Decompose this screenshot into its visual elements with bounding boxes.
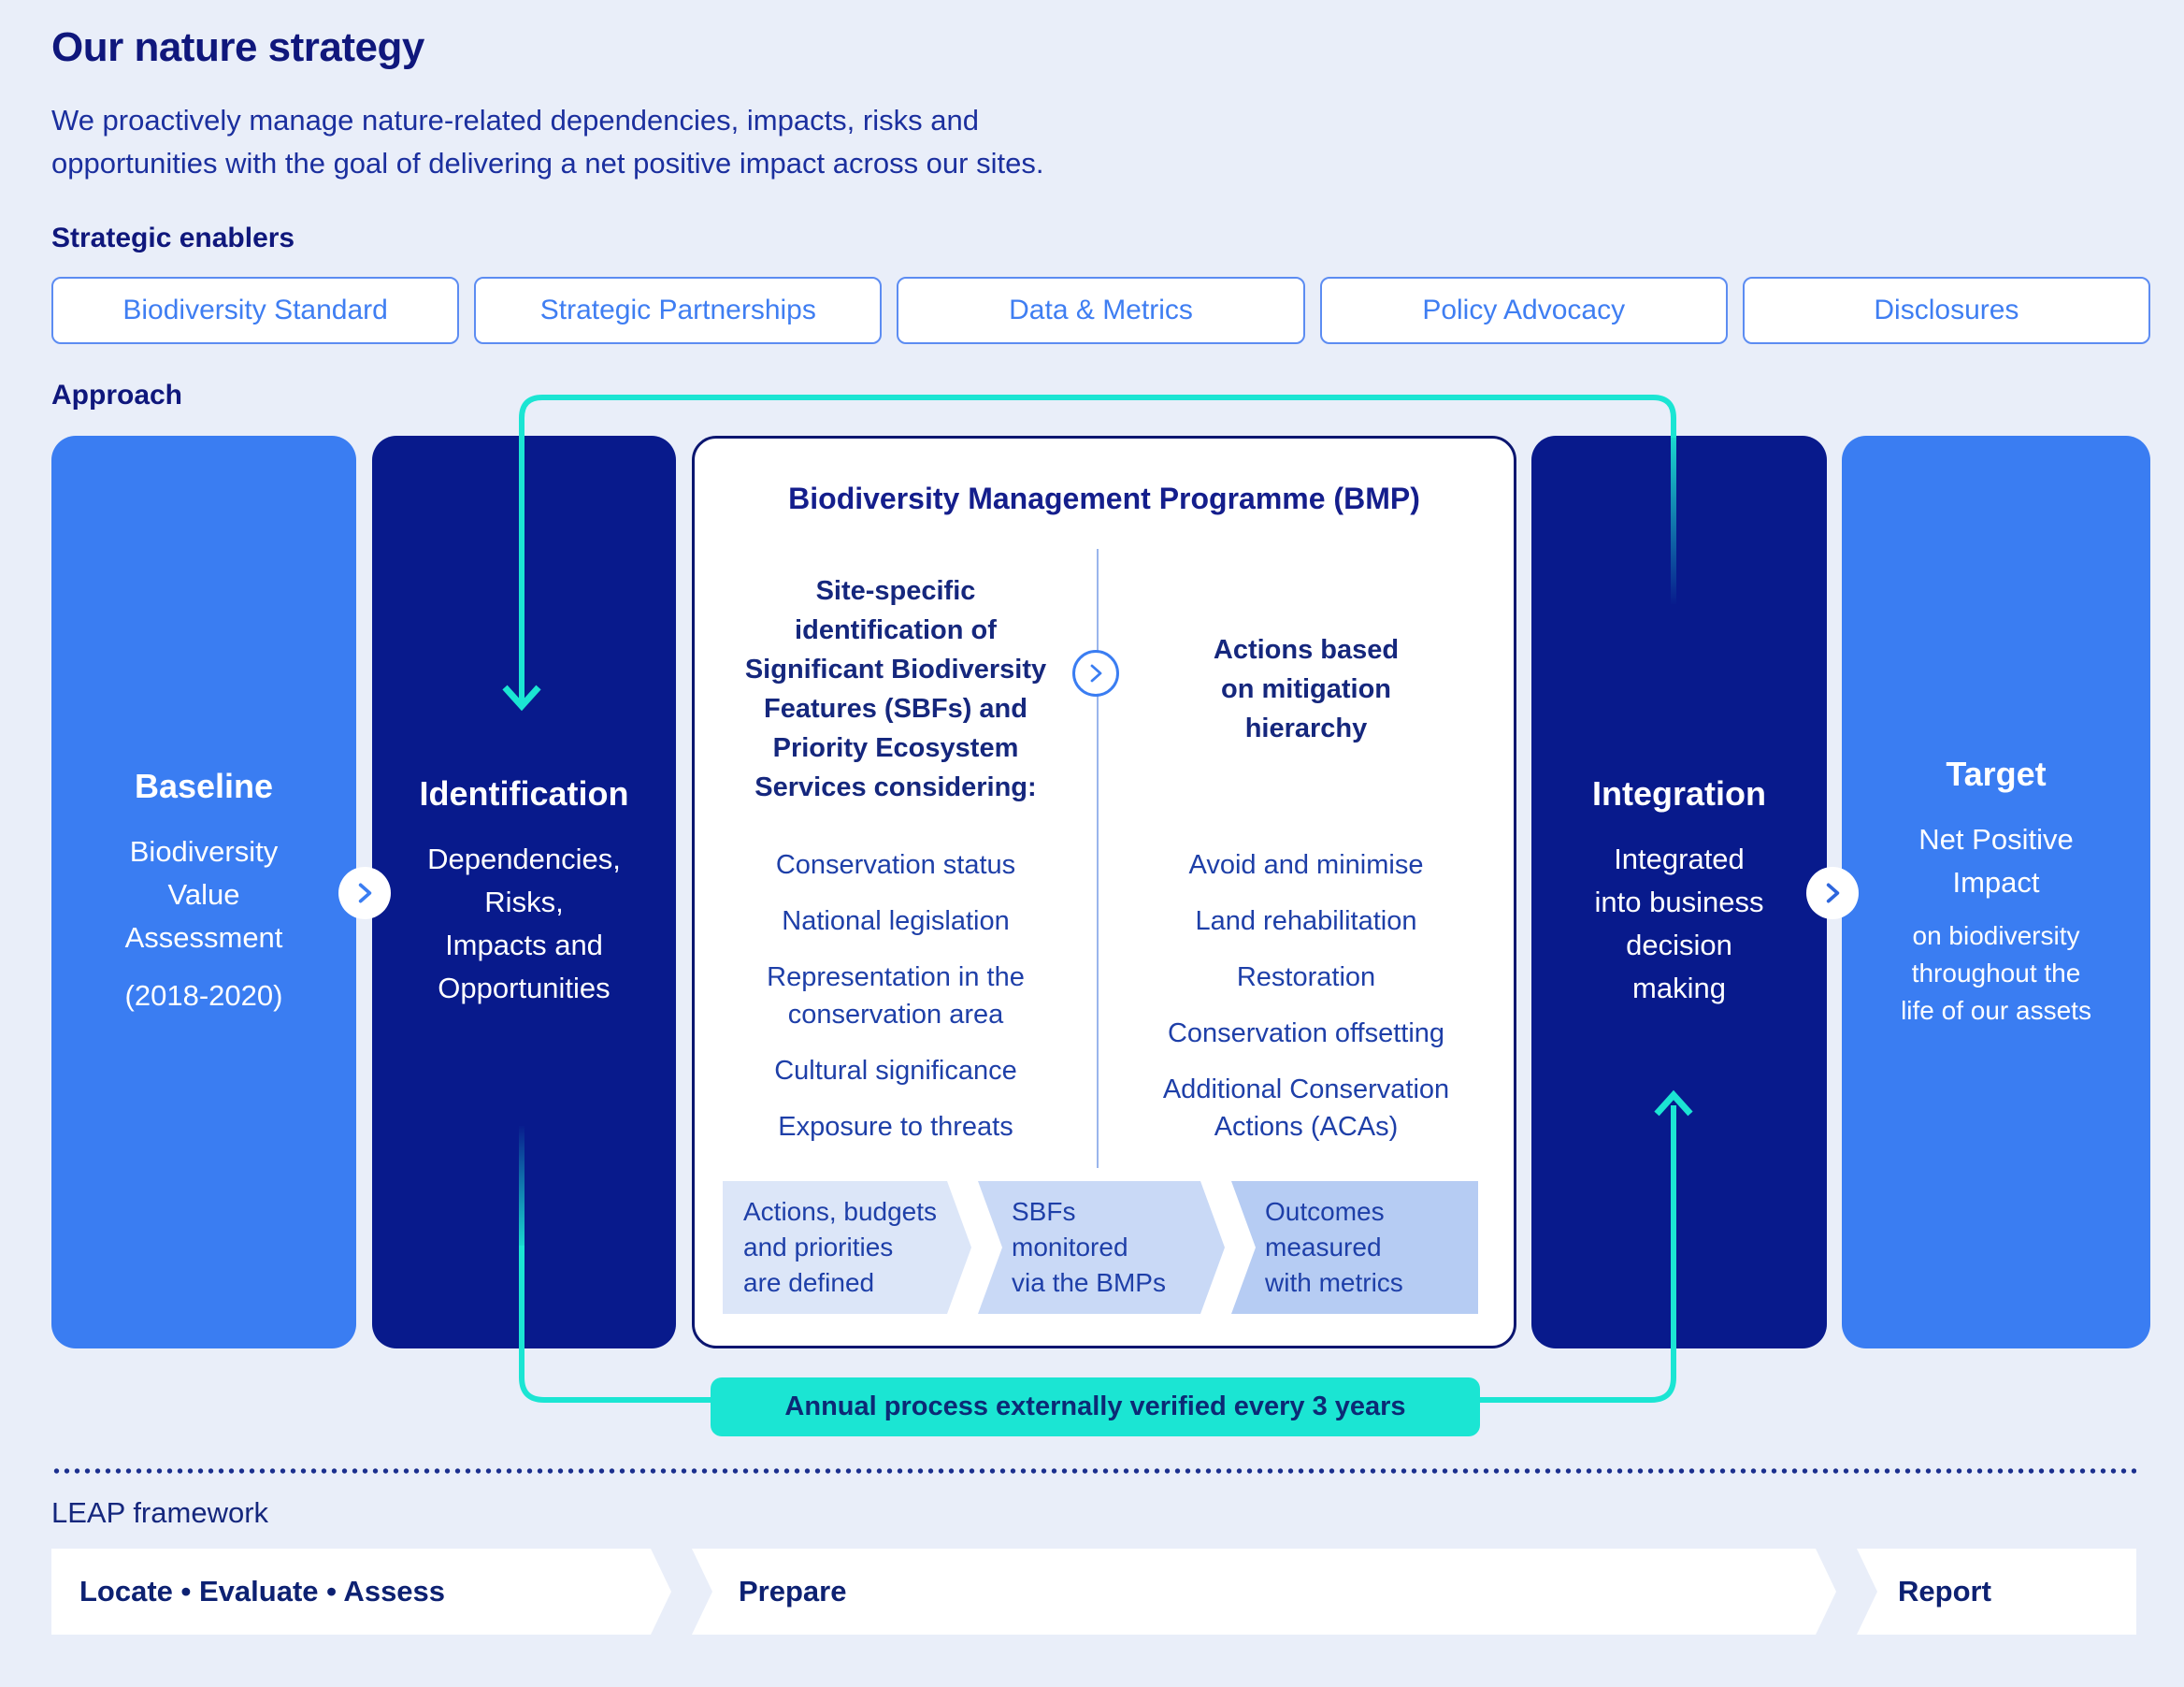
target-note: on biodiversity throughout the life of o… (1901, 921, 2091, 1025)
bmp-list-item: Land rehabilitation (1195, 906, 1417, 936)
bmp-list-item: Conservation offsetting (1167, 1018, 1445, 1048)
leap-segment-prepare: Prepare (692, 1549, 1836, 1635)
target-body: Net Positive Impact (1918, 823, 2074, 899)
bmp-list-item: Cultural significance (774, 1056, 1017, 1086)
bmp-left-column: Site-specific identification of Signific… (695, 549, 1097, 1168)
target-title: Target (1946, 755, 2047, 793)
page-title: Our nature strategy (51, 24, 424, 70)
bmp-list-item: Additional Conservation Actions (ACAs) (1162, 1074, 1450, 1142)
bmp-list-item: Avoid and minimise (1188, 850, 1424, 880)
enabler-chip-disclosures: Disclosures (1742, 277, 2151, 344)
integration-title: Integration (1592, 774, 1766, 813)
annual-verification-banner: Annual process externally verified every… (711, 1377, 1480, 1436)
identification-title: Identification (419, 774, 629, 813)
bmp-title: Biodiversity Management Programme (BMP) (788, 482, 1420, 515)
flow-arrow-circle-baseline-identification (338, 867, 391, 919)
baseline-period: (2018-2020) (124, 979, 283, 1012)
process-step-chevron: Outcomes measured with metrics (1231, 1181, 1478, 1314)
dotted-divider (51, 1468, 2136, 1474)
integration-body: Integrated into business decision making (1594, 843, 1764, 1004)
bmp-process-row: Actions, budgets and priorities are defi… (723, 1181, 1480, 1314)
chevron-right-icon (1826, 883, 1840, 903)
enabler-chip-strategic-partnerships: Strategic Partnerships (474, 277, 883, 344)
identification-card: Identification Dependencies, Risks, Impa… (372, 436, 676, 1348)
baseline-title: Baseline (134, 767, 274, 805)
flow-arrow-circle-integration-target (1806, 867, 1859, 919)
bmp-card: Biodiversity Management Programme (BMP) … (692, 436, 1516, 1348)
leap-segment-locate-evaluate-assess: Locate • Evaluate • Assess (51, 1549, 671, 1635)
approach-heading: Approach (51, 380, 183, 411)
chevron-right-icon (358, 883, 372, 903)
bmp-right-heading: Actions based on mitigation hierarchy (1213, 635, 1400, 743)
bmp-list-item: Restoration (1236, 962, 1376, 992)
leap-framework-heading: LEAP framework (51, 1496, 269, 1529)
enabler-chip-policy-advocacy: Policy Advocacy (1319, 277, 1728, 344)
leap-framework-bar: Locate • Evaluate • Assess Prepare Repor… (51, 1549, 2136, 1635)
chevron-right-icon (1090, 664, 1102, 683)
integration-card: Integration Integrated into business dec… (1531, 436, 1827, 1348)
process-step-chevron: SBFs monitored via the BMPs (978, 1181, 1225, 1314)
bmp-right-column: Actions based on mitigation hierarchy Av… (1097, 549, 1514, 1168)
bmp-list-item: Exposure to threats (778, 1112, 1013, 1142)
bmp-left-heading: Site-specific identification of Signific… (744, 576, 1047, 802)
baseline-card: Baseline Biodiversity Value Assessment (… (51, 436, 356, 1348)
leap-segment-report: Report (1857, 1549, 2136, 1635)
strategic-enablers-row: Biodiversity Standard Strategic Partners… (51, 277, 2151, 344)
process-step-chevron: Actions, budgets and priorities are defi… (723, 1181, 971, 1314)
enabler-chip-biodiversity-standard: Biodiversity Standard (51, 277, 460, 344)
bmp-list-item: Representation in the conservation area (767, 962, 1025, 1030)
bmp-columns: Site-specific identification of Signific… (695, 549, 1514, 1168)
strategic-enablers-heading: Strategic enablers (51, 223, 295, 253)
bmp-right-list: Avoid and minimise Land rehabilitation R… (1099, 846, 1514, 1146)
target-card: Target Net Positive Impact on biodiversi… (1842, 436, 2150, 1348)
enabler-chip-data-metrics: Data & Metrics (897, 277, 1305, 344)
page-subtitle: We proactively manage nature-related dep… (51, 104, 1044, 180)
bmp-left-list: Conservation status National legislation… (695, 846, 1097, 1146)
baseline-body: Biodiversity Value Assessment (124, 835, 283, 954)
flow-arrow-circle-bmp (1072, 650, 1119, 697)
bmp-list-item: National legislation (782, 906, 1010, 936)
bmp-list-item: Conservation status (775, 850, 1016, 880)
identification-body: Dependencies, Risks, Impacts and Opportu… (427, 843, 621, 1004)
